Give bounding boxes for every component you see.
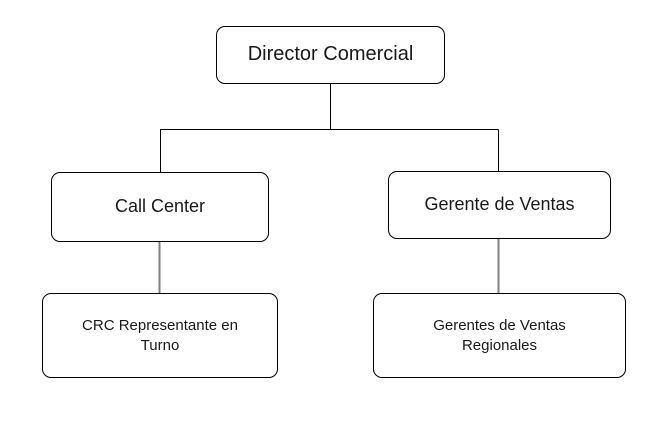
org-node-call-center[interactable]: Call Center xyxy=(51,172,269,242)
org-node-director-comercial[interactable]: Director Comercial xyxy=(216,26,445,84)
org-node-label: Gerentes de Ventas Regionales xyxy=(433,317,566,354)
org-node-gerentes-de-ventas-regionales[interactable]: Gerentes de Ventas Regionales xyxy=(373,293,626,378)
org-node-gerente-de-ventas[interactable]: Gerente de Ventas xyxy=(388,171,611,239)
org-node-label: Gerente de Ventas xyxy=(424,194,575,215)
org-node-label: Call Center xyxy=(114,196,206,217)
org-node-label: CRC Representante en Turno xyxy=(82,317,238,354)
org-node-label: Director Comercial xyxy=(247,43,414,66)
org-node-crc-representante-en-turno[interactable]: CRC Representante en Turno xyxy=(42,293,278,378)
